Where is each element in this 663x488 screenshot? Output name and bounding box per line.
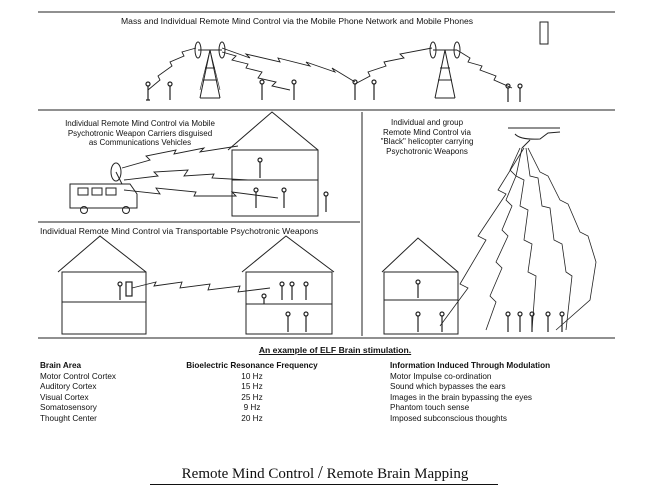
elf-column-area: Brain Area Motor Control Cortex Auditory… bbox=[40, 361, 116, 425]
top-panel-title: Mass and Individual Remote Mind Control … bbox=[121, 16, 474, 26]
people-vehicle-house bbox=[253, 157, 329, 212]
cell-tower-left bbox=[194, 41, 226, 99]
brain-area-cell: Somatosensory bbox=[40, 403, 97, 413]
helicopter-label-line: "Black" helicopter carrying bbox=[380, 137, 474, 146]
frequency-cell: 20 Hz bbox=[241, 413, 263, 423]
column-header-area: Brain Area bbox=[40, 361, 82, 370]
house-portable-right bbox=[241, 235, 335, 335]
mobile-phone-icon bbox=[539, 21, 549, 45]
helicopter-signal-beams bbox=[439, 147, 597, 331]
van-signal-zigzags bbox=[121, 145, 279, 199]
black-helicopter bbox=[508, 127, 561, 149]
brain-area-cell: Visual Cortex bbox=[40, 392, 89, 402]
info-cell: Phantom touch sense bbox=[390, 403, 470, 413]
column-header-frequency: Bioelectric Resonance Frequency bbox=[186, 361, 318, 370]
vehicle-label-line: as Communications Vehicles bbox=[88, 138, 192, 147]
column-header-info: Information Induced Through Modulation bbox=[390, 361, 551, 370]
people-portable-panel bbox=[117, 281, 309, 332]
frequency-cell: 10 Hz bbox=[241, 371, 263, 381]
vehicle-panel-label: Individual Remote Mind Control via Mobil… bbox=[52, 119, 228, 148]
portable-weapon-signal bbox=[131, 281, 271, 293]
communications-van bbox=[69, 162, 138, 214]
brain-area-cell: Auditory Cortex bbox=[40, 382, 97, 392]
frequency-cell: 25 Hz bbox=[241, 392, 263, 402]
footer-right-text: Remote Brain Mapping bbox=[326, 466, 469, 482]
house-vehicle-panel bbox=[227, 111, 319, 217]
helicopter-label-line: Psychotronic Weapons bbox=[386, 146, 468, 156]
elf-column-frequency: Bioelectric Resonance Frequency 10 Hz 15… bbox=[172, 361, 332, 425]
house-portable-left bbox=[57, 235, 147, 335]
helicopter-panel-label: Individual and group Remote Mind Control… bbox=[372, 118, 482, 156]
footer-underline bbox=[150, 484, 498, 485]
brain-area-cell: Thought Center bbox=[40, 413, 97, 423]
info-cell: Images in the brain bypassing the eyes bbox=[390, 392, 533, 402]
vehicle-label-line: Individual Remote Mind Control via Mobil… bbox=[65, 119, 215, 128]
house-helicopter-panel bbox=[381, 237, 459, 335]
info-cell: Motor Impulse co-ordination bbox=[390, 371, 492, 381]
footer-separator: / bbox=[317, 462, 323, 482]
phone-signal-zigzags bbox=[147, 47, 513, 91]
phone-users-top bbox=[145, 79, 523, 102]
elf-table-title: An example of ELF Brain stimulation. bbox=[258, 345, 412, 355]
elf-column-info: Information Induced Through Modulation M… bbox=[390, 361, 550, 425]
footer-caption: Remote Mind Control / Remote Brain Mappi… bbox=[150, 462, 500, 483]
vehicle-label-line: Psychotronic Weapon Carriers disguised bbox=[67, 128, 213, 138]
brain-area-cell: Motor Control Cortex bbox=[40, 371, 116, 381]
helicopter-label-line: Remote Mind Control via bbox=[382, 127, 472, 137]
cell-tower-right bbox=[429, 41, 461, 99]
frequency-cell: 9 Hz bbox=[243, 403, 261, 413]
info-cell: Imposed subconscious thoughts bbox=[390, 413, 507, 423]
people-helicopter-panel bbox=[415, 279, 565, 332]
footer-left-text: Remote Mind Control bbox=[181, 466, 315, 482]
helicopter-label-line: Individual and group bbox=[390, 118, 464, 127]
info-cell: Sound which bypasses the ears bbox=[390, 382, 506, 392]
frequency-cell: 15 Hz bbox=[241, 382, 263, 392]
portable-panel-title: Individual Remote Mind Control via Trans… bbox=[40, 226, 319, 236]
